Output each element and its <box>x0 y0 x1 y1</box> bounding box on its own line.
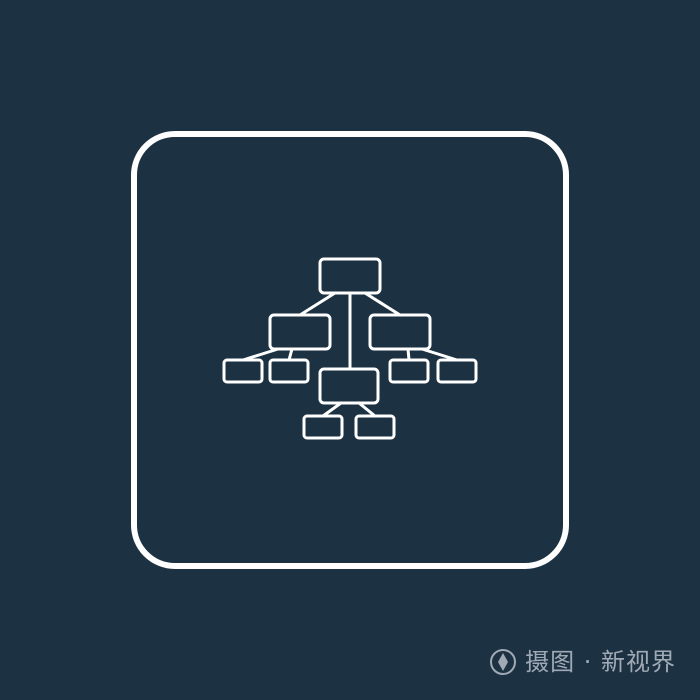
center-bottom-to-left-leaf-connector <box>321 401 343 418</box>
far-right-leaf-node <box>436 358 478 384</box>
right-mid-to-far-right-connector <box>420 347 459 362</box>
left-mid-node <box>268 313 332 351</box>
watermark: 摄图 · 新视界 <box>489 648 676 676</box>
rounded-square-frame <box>131 131 569 569</box>
watermark-logo-icon <box>490 649 517 675</box>
left-mid-to-left-leaf-connector <box>287 347 294 362</box>
center-bottom-to-right-leaf-connector <box>357 401 377 418</box>
right-mid-to-right-leaf-connector <box>406 347 411 362</box>
right-leaf-node <box>388 358 430 384</box>
top-to-left-connector <box>298 291 337 317</box>
bottom-left-leaf-node <box>302 414 344 440</box>
left-mid-to-far-left-connector <box>241 347 280 362</box>
top-node <box>318 257 382 295</box>
left-leaf-node <box>268 358 310 384</box>
center-bottom-node <box>318 367 380 405</box>
bottom-right-leaf-node <box>354 414 396 440</box>
top-to-right-connector <box>363 291 402 317</box>
right-mid-node <box>368 313 432 351</box>
watermark-text: 摄图 · 新视界 <box>525 648 676 676</box>
far-left-leaf-node <box>222 358 264 384</box>
